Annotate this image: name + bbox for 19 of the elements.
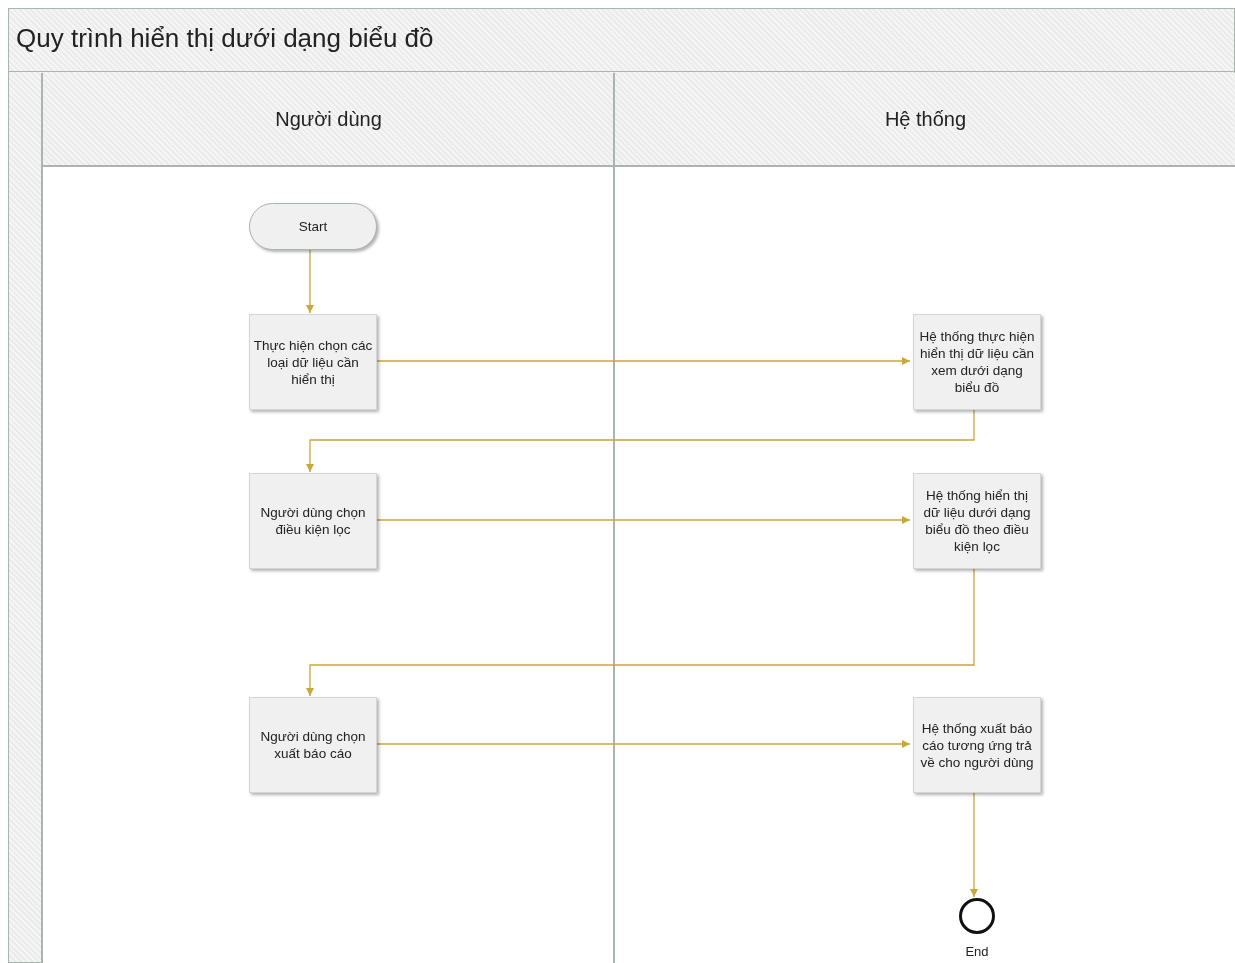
process-box: Thực hiện chọn các loại dữ liệu cần hiển thị bbox=[249, 314, 377, 410]
arrow bbox=[306, 248, 314, 314]
start-terminal: Start bbox=[249, 203, 377, 250]
swimlane bbox=[613, 73, 1235, 963]
process-box: Người dùng chọn xuất báo cáo bbox=[249, 697, 377, 793]
process-box: Hệ thống xuất báo cáo tương ứng trả về cho người dùng bbox=[913, 697, 1041, 793]
swimlane bbox=[41, 73, 614, 963]
end-event-circle bbox=[959, 898, 995, 934]
lane-header: Người dùng bbox=[43, 73, 614, 167]
lane-header: Hệ thống bbox=[615, 73, 1235, 167]
pool-title: Quy trình hiển thị dưới dạng biểu đồ bbox=[9, 9, 1234, 72]
arrow bbox=[306, 408, 975, 473]
arrow bbox=[306, 567, 975, 697]
arrow bbox=[970, 791, 978, 898]
process-box: Hệ thống thực hiện hiển thị dữ liệu cần xem dưới dạng biểu đồ bbox=[913, 314, 1041, 410]
process-box: Hệ thống hiển thị dữ liệu dưới dạng biểu đồ theo điều kiện lọc bbox=[913, 473, 1041, 569]
end-label: End bbox=[965, 944, 989, 959]
pool-frame bbox=[8, 8, 1235, 963]
process-box: Người dùng chọn điều kiện lọc bbox=[249, 473, 377, 569]
